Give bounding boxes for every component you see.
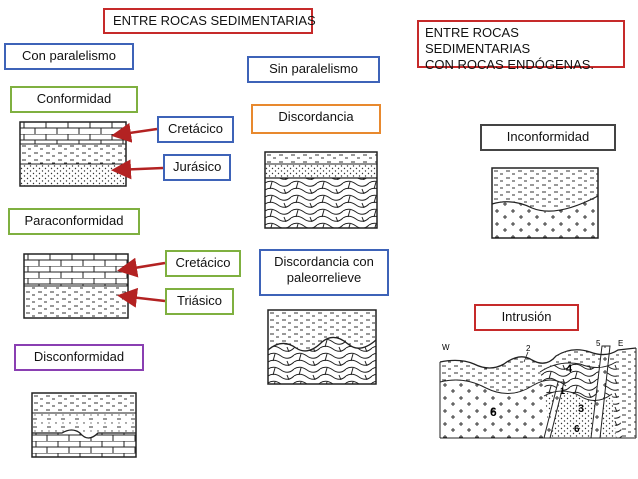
header-endogenas-line2: CON ROCAS ENDÓGENAS. [425,57,595,72]
discordancia-diagram [264,151,378,229]
discordancia-paleorrelieve-diagram [267,309,377,385]
header-endogenas-line1: ENTRE ROCAS SEDIMENTARIAS [425,25,531,56]
intrusion-letter-w: W [442,343,450,352]
intrusion-num-1: 1 [560,386,565,396]
intrusion-num-3: 3 [578,403,584,415]
label-paraconformidad: Paraconformidad [8,208,140,235]
arrow-cretacico-1 [111,122,158,143]
intrusion-num-2: 2 [526,344,531,353]
intrusion-num-5: 5 [596,339,601,348]
label-cretacico-2: Cretácico [165,250,241,277]
arrow-cretacico-2 [117,257,166,278]
label-discordancia-paleorrelieve-line2: paleorrelieve [286,270,362,285]
intrusion-num-4: 4 [566,363,573,375]
intrusion-letter-e: E [618,339,623,348]
arrow-triasico [117,287,166,308]
label-triasico: Triásico [165,288,234,315]
label-con-paralelismo: Con paralelismo [4,43,134,70]
conformidad-diagram [19,121,127,187]
label-cretacico-1: Cretácico [157,116,234,143]
label-sin-paralelismo: Sin paralelismo [247,56,380,83]
label-jurasico: Jurásico [163,154,231,181]
paraconformidad-diagram [23,253,129,319]
intrusion-num-6b: 6 [574,424,580,435]
label-intrusion: Intrusión [474,304,579,331]
intrusion-diagram: W E 2 5 4 3 6 6 1 [439,339,637,439]
label-conformidad: Conformidad [10,86,138,113]
arrow-jurasico [111,159,164,180]
label-inconformidad: Inconformidad [480,124,616,151]
label-discordancia-paleorrelieve: Discordancia con paleorrelieve [259,249,389,296]
header-sedimentarias: ENTRE ROCAS SEDIMENTARIAS [103,8,316,34]
disconformidad-diagram [31,392,137,458]
label-discordancia: Discordancia [251,104,381,134]
label-disconformidad: Disconformidad [14,344,144,371]
inconformidad-diagram [491,167,599,239]
intrusion-num-6a: 6 [490,405,497,419]
label-discordancia-paleorrelieve-line1: Discordancia con [274,254,374,269]
header-endogenas: ENTRE ROCAS SEDIMENTARIAS CON ROCAS ENDÓ… [417,20,625,72]
